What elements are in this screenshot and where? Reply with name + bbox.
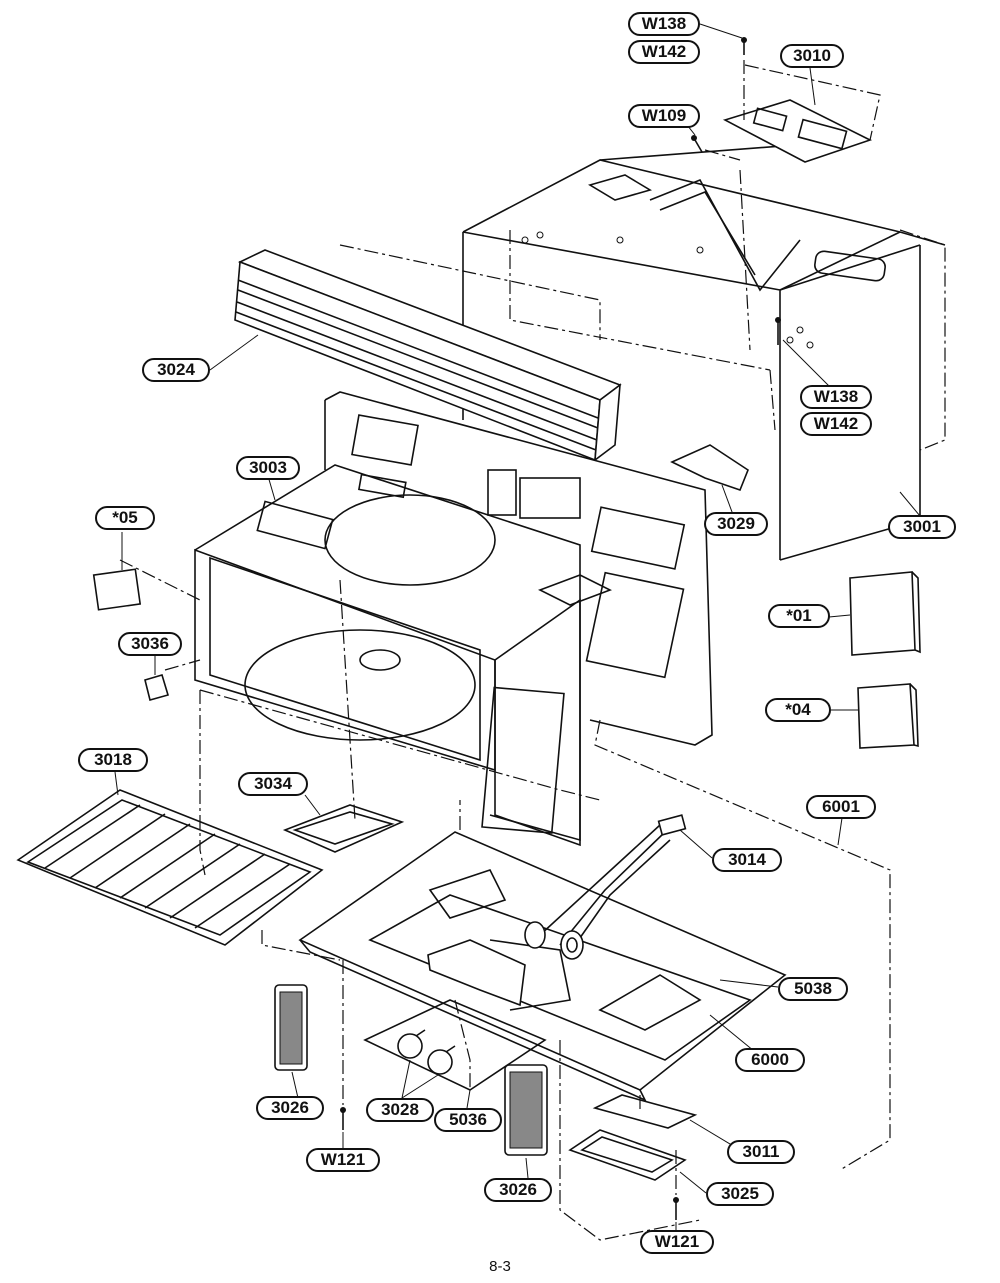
- bracket-3029: [670, 444, 749, 492]
- callout-w138-mid: W138: [800, 385, 872, 409]
- label-05: [92, 568, 142, 611]
- callout-04: *04: [765, 698, 831, 722]
- callout-w142-mid: W142: [800, 412, 872, 436]
- top-bracket-3010: [649, 99, 873, 292]
- callout-3026-left: 3026: [256, 1096, 324, 1120]
- callout-6001: 6001: [806, 795, 876, 819]
- callout-3034: 3034: [238, 772, 308, 796]
- socket-5038: [524, 921, 584, 960]
- callout-3029: 3029: [704, 512, 768, 536]
- filter-3026-right: [504, 1064, 548, 1156]
- callout-w109: W109: [628, 104, 700, 128]
- latch-3036: [144, 674, 170, 701]
- lens-cover-3025: [568, 1129, 687, 1181]
- screws: [340, 37, 781, 1220]
- callout-w121-right: W121: [640, 1230, 714, 1254]
- manual-04: [857, 683, 919, 749]
- page-number: 8-3: [489, 1258, 511, 1275]
- base-plate-6000: [298, 831, 787, 1102]
- manual-01: [849, 571, 921, 656]
- harness-3014: [539, 814, 687, 946]
- callout-3014: 3014: [712, 848, 782, 872]
- callout-6000: 6000: [735, 1048, 805, 1072]
- wire-rack-3018: [16, 789, 324, 946]
- callout-5036: 5036: [434, 1108, 502, 1132]
- bulb-housing-5036: [363, 999, 547, 1091]
- callout-3010: 3010: [780, 44, 844, 68]
- lens-3011: [592, 1094, 698, 1129]
- callout-5038: 5038: [778, 977, 848, 1001]
- cover-3034: [282, 804, 405, 853]
- callout-3003: 3003: [236, 456, 300, 480]
- callout-3001: 3001: [888, 515, 956, 539]
- callout-3018: 3018: [78, 748, 148, 772]
- callout-3024: 3024: [142, 358, 210, 382]
- filter-3026-left: [274, 984, 308, 1071]
- callout-w121-left: W121: [306, 1148, 380, 1172]
- callout-3026-right: 3026: [484, 1178, 552, 1202]
- callout-05: *05: [95, 506, 155, 530]
- callout-3036: 3036: [118, 632, 182, 656]
- callout-w138-top: W138: [628, 12, 700, 36]
- callout-3028: 3028: [366, 1098, 434, 1122]
- assembly-lines: [119, 60, 946, 1241]
- bulbs-3028: [397, 1029, 456, 1075]
- callout-3025: 3025: [706, 1182, 774, 1206]
- callout-01: *01: [768, 604, 830, 628]
- callout-w142-top: W142: [628, 40, 700, 64]
- callout-3011: 3011: [727, 1140, 795, 1164]
